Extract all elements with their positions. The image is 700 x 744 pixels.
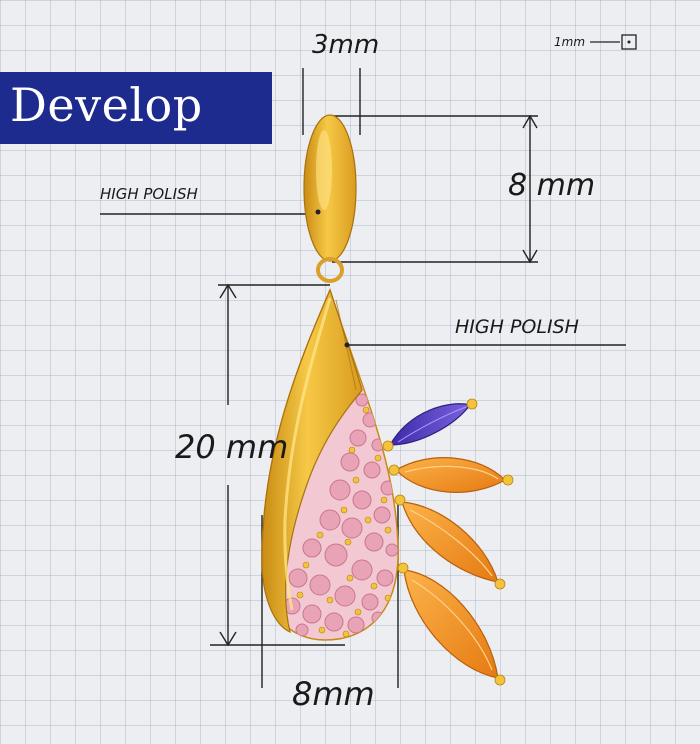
drop-height-dimension	[210, 283, 345, 647]
banner-title: Develop	[10, 78, 203, 132]
bail	[303, 114, 357, 262]
citrine-marquise-2	[394, 494, 506, 590]
drop-width-label: 8mm	[292, 675, 375, 713]
bail-height-dimension	[332, 114, 538, 264]
bail-finish-note: HIGH POLISH	[100, 185, 198, 203]
scale-label: 1mm	[554, 35, 586, 49]
citrine-marquise-1	[388, 457, 514, 493]
pave-stones	[281, 393, 399, 638]
citrine-marquise-3	[397, 562, 506, 686]
amethyst-marquise	[382, 398, 478, 452]
bail-width-label: 3mm	[312, 30, 380, 60]
drop-height-label: 20 mm	[175, 428, 289, 466]
bail-width-lines	[302, 68, 361, 135]
jump-ring	[316, 257, 344, 283]
bail-height-label: 8 mm	[508, 168, 596, 203]
develop-banner: Develop	[0, 72, 272, 144]
drop-finish-note: HIGH POLISH	[455, 316, 579, 338]
scale-indicator	[590, 34, 637, 50]
